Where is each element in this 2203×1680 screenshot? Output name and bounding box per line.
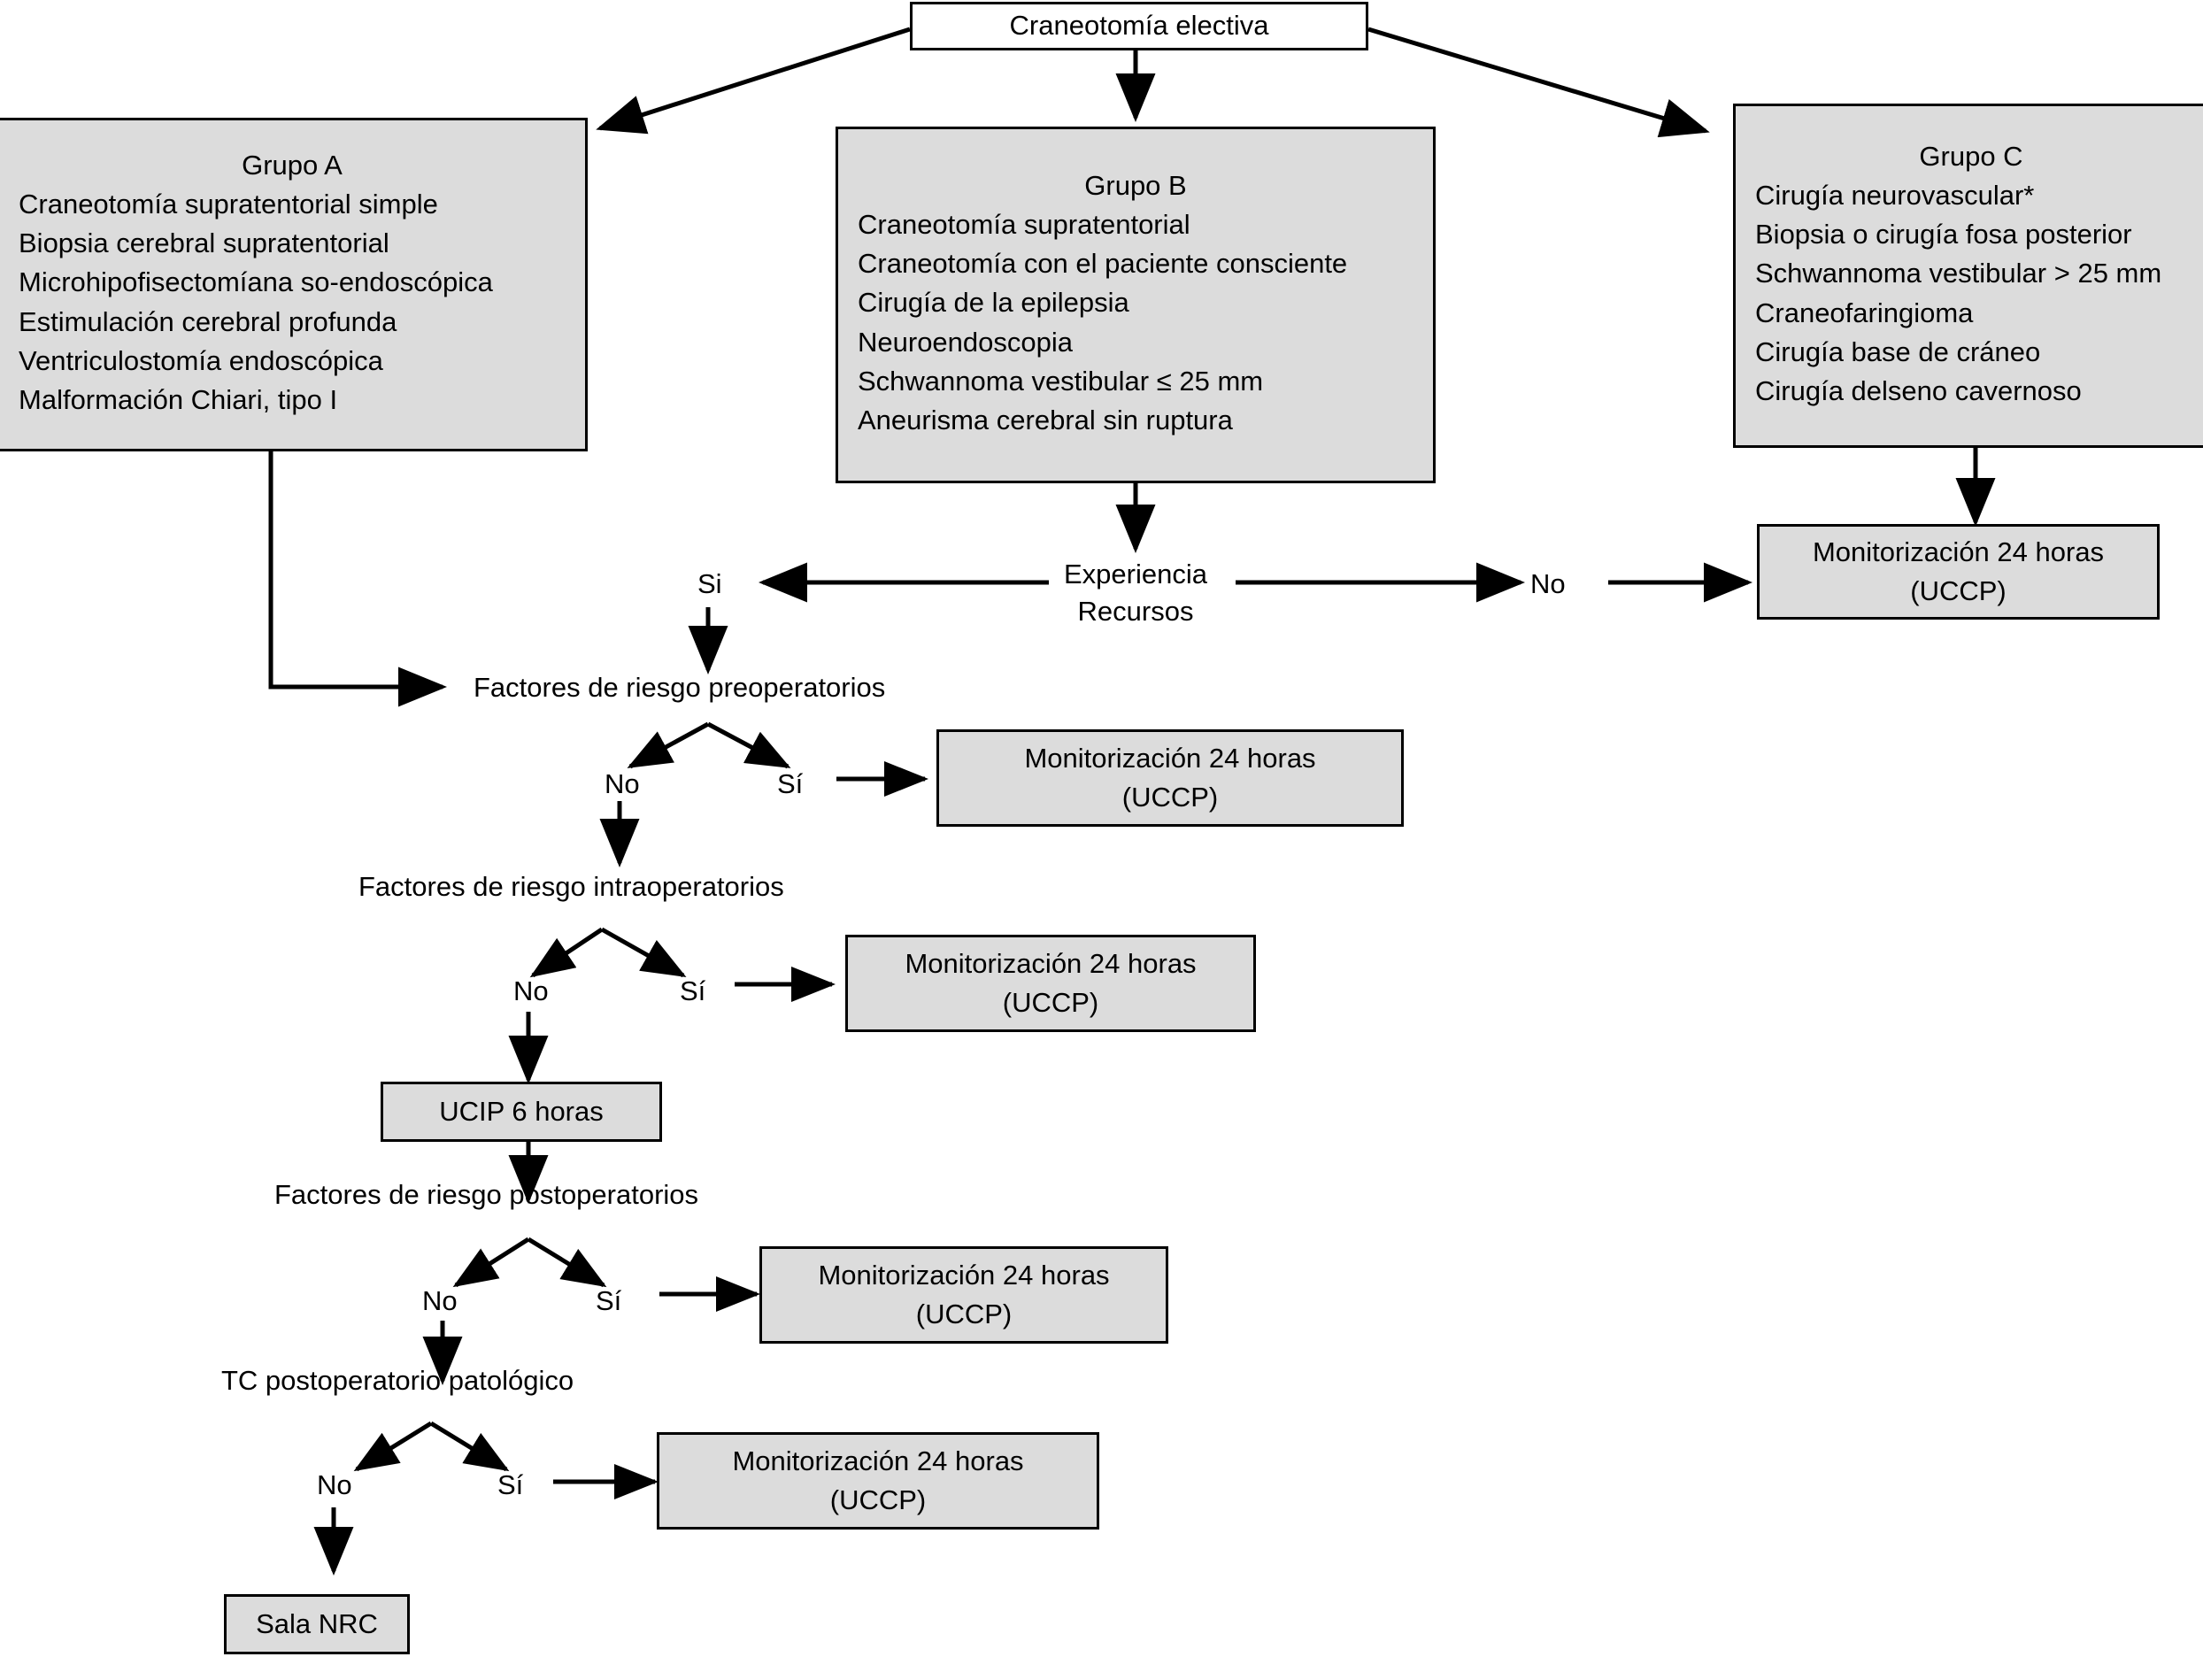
decision-experiencia-si-label: Si xyxy=(697,568,722,599)
decision-tc-postoperatorio-label[interactable]: TC postoperatorio patológico xyxy=(221,1365,574,1396)
decision-preoperatorios-si-label: Sí xyxy=(777,768,804,799)
grupo-a-item-5: Malformación Chiari, tipo I xyxy=(19,383,338,415)
grupo-b-item-0: Craneotomía supratentorial xyxy=(858,209,1190,241)
monitor-grupo-c-line2: (UCCP) xyxy=(1910,575,2007,606)
node-grupo-a[interactable]: Grupo A Craneotomía supratentorial simpl… xyxy=(0,118,588,451)
monitor-tc-line2: (UCCP) xyxy=(829,1484,927,1515)
grupo-c-item-1: Biopsia o cirugía fosa posterior xyxy=(1755,219,2132,250)
node-craneotomia-electiva-label: Craneotomía electiva xyxy=(1009,10,1269,42)
grupo-b-item-3: Neuroendoscopia xyxy=(858,326,1074,358)
grupo-a-heading: Grupo A xyxy=(242,150,343,181)
node-monitor-postoperatorios[interactable]: Monitorización 24 horas (UCCP) xyxy=(759,1246,1168,1344)
grupo-a-item-3: Estimulación cerebral profunda xyxy=(19,305,397,337)
monitor-intraoperatorios-line1: Monitorización 24 horas xyxy=(905,947,1197,979)
decision-experiencia-recursos[interactable]: Experiencia Recursos xyxy=(1047,556,1224,630)
decision-postoperatorios-label[interactable]: Factores de riesgo postoperatorios xyxy=(274,1179,699,1210)
decision-intraoperatorios-label[interactable]: Factores de riesgo intraoperatorios xyxy=(358,871,784,902)
grupo-a-item-4: Ventriculostomía endoscópica xyxy=(19,344,383,376)
grupo-c-item-5: Cirugía delseno cavernoso xyxy=(1755,374,2082,406)
ucip-label: UCIP 6 horas xyxy=(439,1095,604,1127)
grupo-a-item-1: Biopsia cerebral supratentorial xyxy=(19,227,389,259)
grupo-b-item-1: Craneotomía con el paciente consciente xyxy=(858,248,1348,280)
decision-preoperatorios-label[interactable]: Factores de riesgo preoperatorios xyxy=(474,672,886,703)
node-monitor-preoperatorios[interactable]: Monitorización 24 horas (UCCP) xyxy=(936,729,1404,827)
grupo-b-item-4: Schwannoma vestibular ≤ 25 mm xyxy=(858,365,1264,397)
grupo-c-item-2: Schwannoma vestibular > 25 mm xyxy=(1755,258,2162,289)
grupo-c-item-3: Craneofaringioma xyxy=(1755,297,1974,328)
grupo-c-item-4: Cirugía base de cráneo xyxy=(1755,335,2041,367)
grupo-b-item-2: Cirugía de la epilepsia xyxy=(858,287,1129,319)
monitor-preoperatorios-line2: (UCCP) xyxy=(1121,782,1219,813)
node-ucip-6-horas[interactable]: UCIP 6 horas xyxy=(381,1082,662,1142)
node-sala-nrc[interactable]: Sala NRC xyxy=(224,1594,410,1654)
grupo-a-item-2: Microhipofisectomíana so-endoscópica xyxy=(19,266,493,298)
grupo-b-heading: Grupo B xyxy=(1084,170,1187,202)
monitor-intraoperatorios-line2: (UCCP) xyxy=(1002,987,1099,1018)
decision-intraoperatorios-si-label: Sí xyxy=(680,975,706,1006)
monitor-postoperatorios-line2: (UCCP) xyxy=(915,1299,1013,1329)
decision-intraoperatorios-no-label: No xyxy=(513,975,549,1006)
monitor-preoperatorios-line1: Monitorización 24 horas xyxy=(1024,742,1316,774)
decision-experiencia-line1: Experiencia xyxy=(1064,559,1207,590)
decision-postoperatorios-no-label: No xyxy=(422,1285,458,1316)
decision-tc-postoperatorio-si-label: Sí xyxy=(497,1469,524,1500)
monitor-postoperatorios-line1: Monitorización 24 horas xyxy=(818,1259,1110,1291)
grupo-b-item-5: Aneurisma cerebral sin ruptura xyxy=(858,404,1233,435)
node-grupo-b[interactable]: Grupo B Craneotomía supratentorial Crane… xyxy=(836,127,1436,483)
decision-postoperatorios-si-label: Sí xyxy=(596,1285,622,1316)
decision-preoperatorios-no-label: No xyxy=(605,768,640,799)
node-monitor-intraoperatorios[interactable]: Monitorización 24 horas (UCCP) xyxy=(845,935,1256,1032)
grupo-a-item-0: Craneotomía supratentorial simple xyxy=(19,189,438,220)
sala-nrc-label: Sala NRC xyxy=(256,1607,378,1639)
grupo-c-item-0: Cirugía neurovascular* xyxy=(1755,180,2035,212)
grupo-c-heading: Grupo C xyxy=(1919,141,2023,173)
monitor-tc-line1: Monitorización 24 horas xyxy=(732,1445,1024,1476)
monitor-grupo-c-line1: Monitorización 24 horas xyxy=(1812,536,2105,567)
decision-tc-postoperatorio-no-label: No xyxy=(317,1469,352,1500)
node-grupo-c[interactable]: Grupo C Cirugía neurovascular* Biopsia o… xyxy=(1733,104,2203,448)
node-craneotomia-electiva[interactable]: Craneotomía electiva xyxy=(910,2,1368,50)
node-monitor-grupo-c[interactable]: Monitorización 24 horas (UCCP) xyxy=(1757,524,2160,620)
decision-experiencia-no-label: No xyxy=(1530,568,1566,599)
decision-experiencia-line2: Recursos xyxy=(1077,595,1194,627)
node-monitor-tc[interactable]: Monitorización 24 horas (UCCP) xyxy=(657,1432,1099,1530)
